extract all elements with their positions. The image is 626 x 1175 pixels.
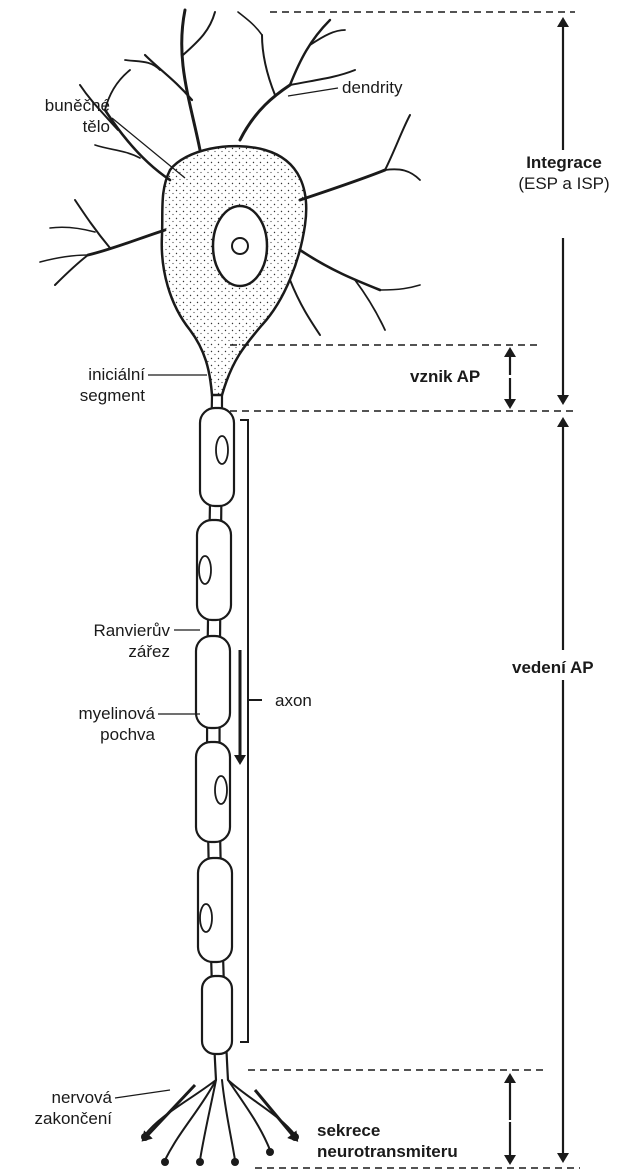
nerve-terminals-label-line1: nervová (2, 1087, 112, 1108)
secretion-label-line1: sekrece (317, 1120, 458, 1141)
ranvier-node-label-line2: zářez (20, 641, 170, 662)
integration-label-sub: (ESP a ISP) (505, 173, 623, 194)
synaptic-boutons (141, 1133, 299, 1166)
secretion-label-line2: neurotransmiteru (317, 1141, 458, 1162)
initial-segment-label-line1: iniciální (20, 364, 145, 385)
dendrites-label: dendrity (342, 77, 402, 98)
ranvier-node-label-line1: Ranvierův (20, 620, 170, 641)
secretion-label: sekrece neurotransmiteru (317, 1120, 458, 1162)
nerve-terminals-label: nervová zakončení (2, 1087, 112, 1129)
ap-conduction-label: vedení AP (512, 655, 594, 680)
myelin-sheath-label-line2: pochva (20, 724, 155, 745)
cell-body-label-line2: tělo (22, 116, 110, 137)
nucleolus-shape (232, 238, 248, 254)
myelin-sheath-label: myelinová pochva (20, 703, 155, 745)
integration-label-title: Integrace (505, 152, 623, 173)
ranvier-node-label: Ranvierův zářez (20, 620, 170, 662)
initial-segment-label-line2: segment (20, 385, 145, 406)
cell-body-label-line1: buněčné (22, 95, 110, 116)
integration-label: Integrace (ESP a ISP) (505, 152, 623, 194)
cell-body-label: buněčné tělo (22, 95, 110, 137)
myelin-sheath-segments (196, 408, 234, 1054)
axon-terminals-drawing (145, 1080, 295, 1160)
axon-label: axon (275, 690, 312, 711)
nerve-terminals-label-line2: zakončení (2, 1108, 112, 1129)
myelin-sheath-label-line1: myelinová (20, 703, 155, 724)
ap-origin-label: vznik AP (410, 366, 480, 387)
initial-segment-label: iniciální segment (20, 364, 145, 406)
